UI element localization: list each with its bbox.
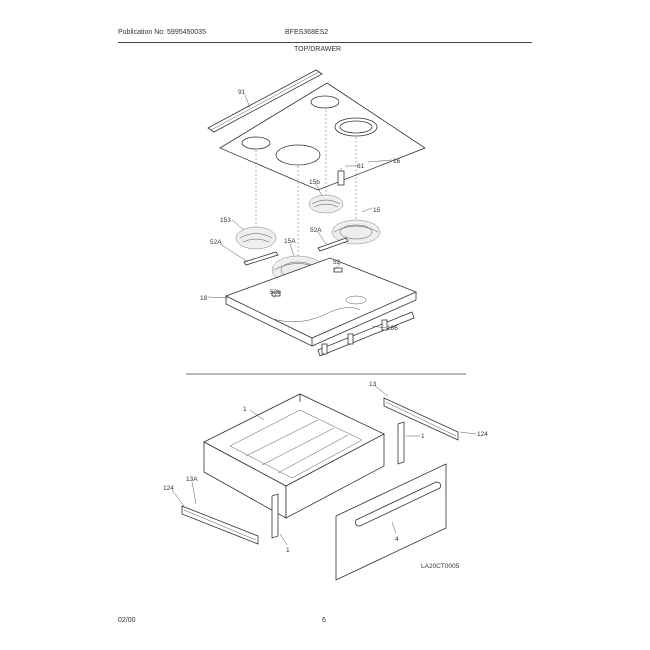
callout-52b: 52b <box>270 289 281 296</box>
main-top-18 <box>224 257 418 347</box>
drawer-front-4 <box>335 463 447 581</box>
callout-4: 4 <box>395 536 399 543</box>
callout-16: 16 <box>393 158 401 165</box>
callout-91: 91 <box>238 89 246 96</box>
leader-lines <box>171 94 477 546</box>
element-15b <box>308 194 344 214</box>
callout-13a: 13A <box>186 476 198 483</box>
callout-52: 52 <box>333 259 341 266</box>
trim-strip-91 <box>207 69 323 133</box>
callout-153: 153 <box>220 217 231 224</box>
model-number: BFES368ES2 <box>285 29 329 36</box>
callout-1-right: 1 <box>421 433 425 440</box>
callout-186: 186 <box>387 325 398 332</box>
callout-15: 15 <box>373 207 381 214</box>
footer-page: 6 <box>322 617 326 624</box>
callout-18: 18 <box>200 295 208 302</box>
callout-15a: 15A <box>284 238 296 245</box>
diagram-code: LA20CT0005 <box>421 563 460 570</box>
header-rule <box>118 42 532 43</box>
side-bracket-right <box>397 421 405 465</box>
bracket-52a-left <box>243 251 279 266</box>
callout-1-bottom: 1 <box>286 547 290 554</box>
side-bracket-left <box>271 493 279 539</box>
callout-15b: 15b <box>309 179 320 186</box>
bracket-52a-right <box>317 237 349 252</box>
callout-1-drawer: 1 <box>243 406 247 413</box>
element-153 <box>235 226 277 250</box>
cooktop-glass <box>219 82 426 191</box>
footer-date: 02/00 <box>118 617 136 624</box>
element-15 <box>331 219 381 245</box>
drawer-slide-left <box>181 505 259 545</box>
callout-124-left: 124 <box>163 485 174 492</box>
drawer-body <box>203 393 385 519</box>
callout-52a-left: 52A <box>210 239 222 246</box>
limiter-61 <box>337 168 345 186</box>
callout-52a-right: 52A <box>310 227 322 234</box>
section-title: TOP/DRAWER <box>294 46 342 53</box>
publication-number: Publication No: 5995450035 <box>118 29 206 36</box>
rear-bracket-186 <box>317 311 415 357</box>
callout-124-right: 124 <box>477 431 488 438</box>
callout-labels: 91 16 61 15b 15 153 52A 15A 52A 52 52b 1… <box>163 89 488 570</box>
alignment-lines <box>255 110 357 262</box>
callout-61: 61 <box>357 163 365 170</box>
drawer-slide-right <box>383 397 459 441</box>
callout-13: 13 <box>369 381 377 388</box>
